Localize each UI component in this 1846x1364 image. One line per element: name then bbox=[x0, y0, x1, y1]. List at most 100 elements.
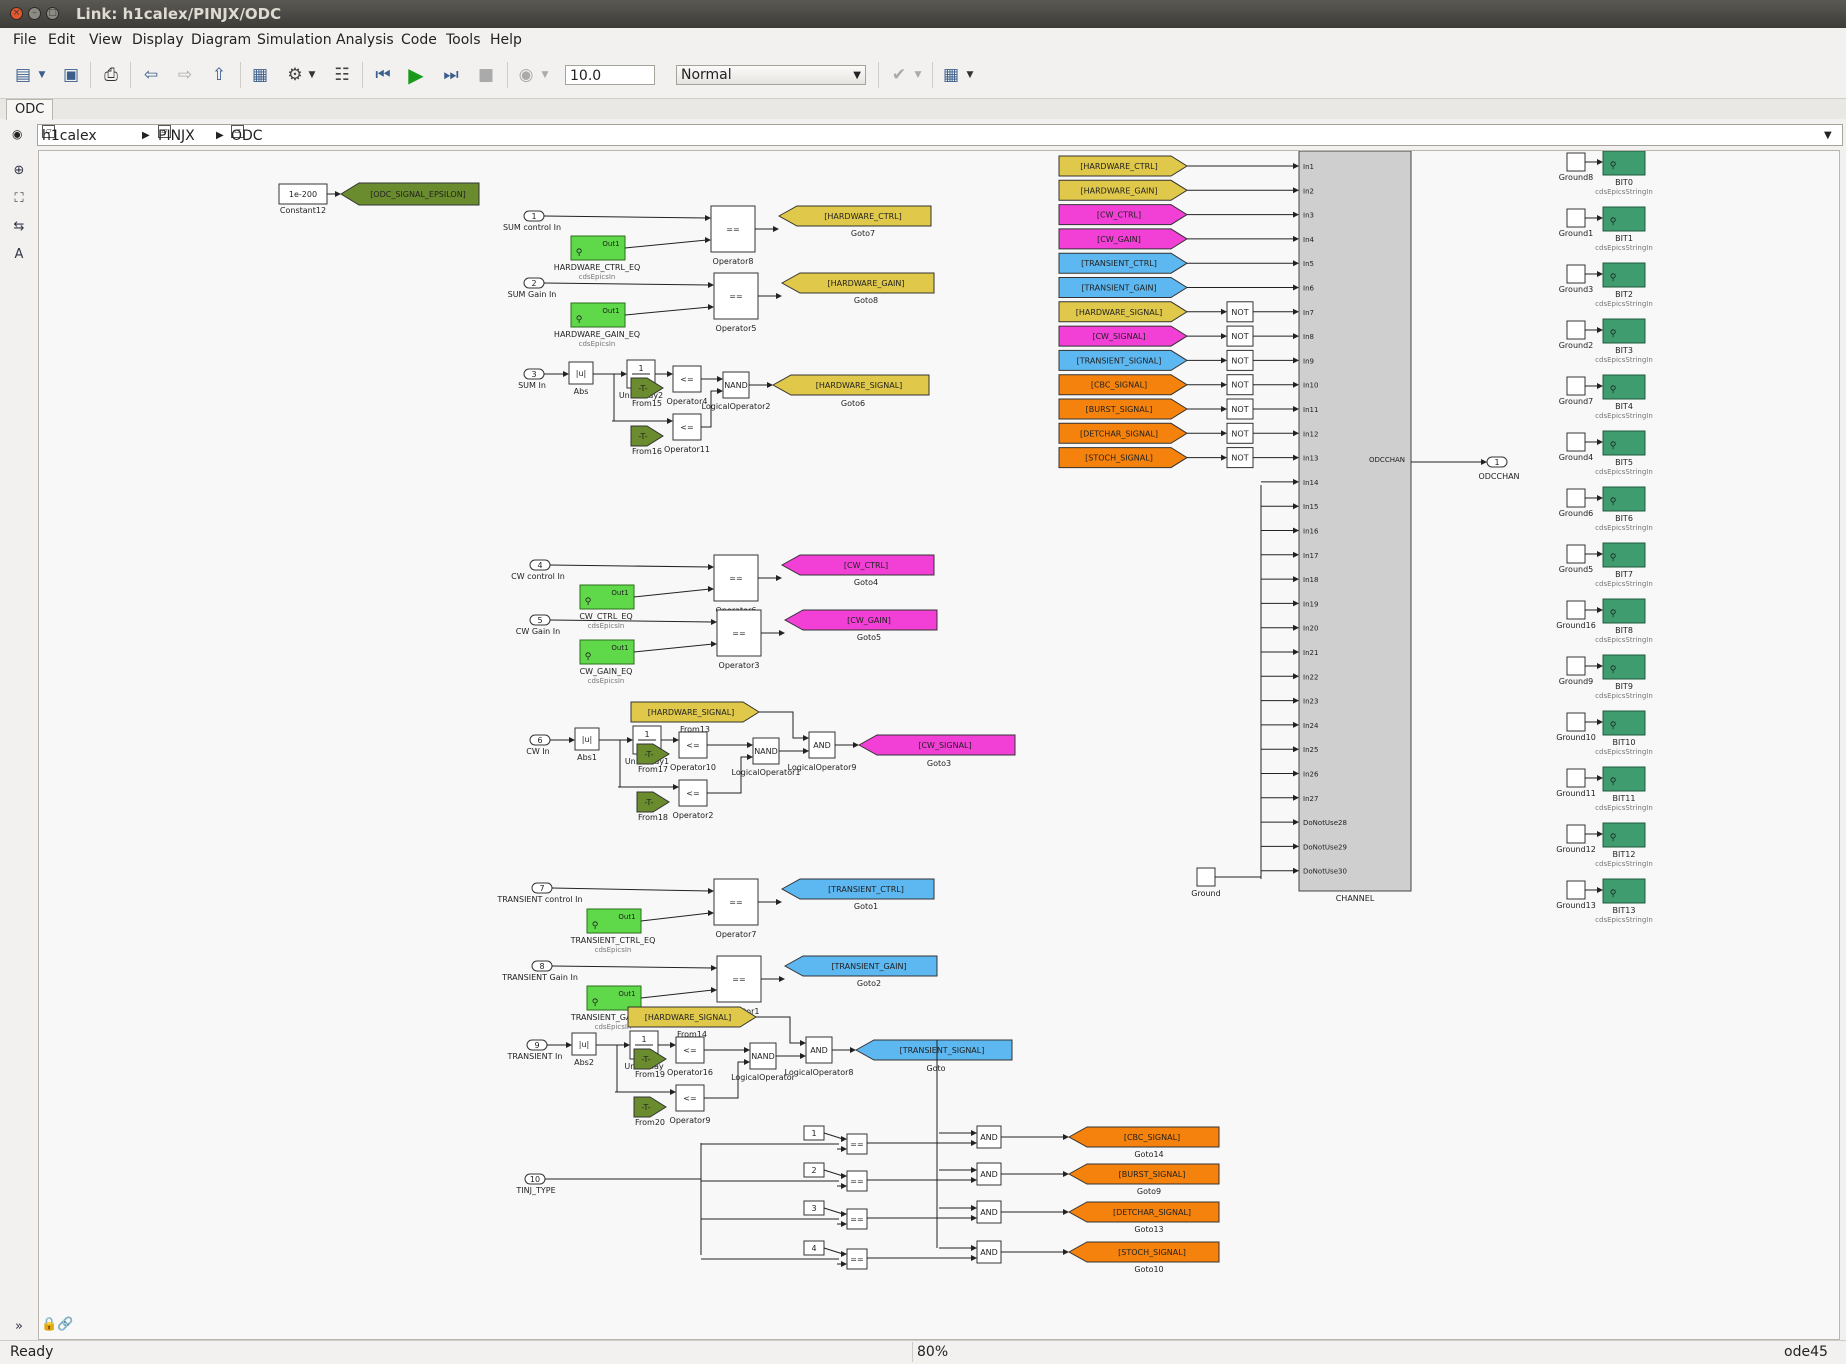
eq-operator-2[interactable] bbox=[713, 554, 759, 602]
bit-block-3[interactable] bbox=[1602, 318, 1646, 344]
record-icon[interactable]: ◉ bbox=[518, 65, 534, 85]
model-explorer-icon[interactable]: ☷ bbox=[334, 65, 350, 85]
goto-goto6[interactable] bbox=[771, 374, 930, 396]
channel-from-0[interactable] bbox=[1058, 155, 1188, 177]
channel-from-11[interactable] bbox=[1058, 422, 1188, 444]
goto-type-3[interactable] bbox=[1067, 1241, 1220, 1263]
goto-goto7[interactable] bbox=[777, 205, 932, 227]
tab-odc[interactable]: ODC bbox=[6, 99, 54, 120]
bit-block-6[interactable] bbox=[1602, 486, 1646, 512]
ground-block-4[interactable] bbox=[1566, 376, 1586, 396]
goto-goto3[interactable] bbox=[857, 734, 1016, 756]
close-window-button[interactable]: × bbox=[10, 7, 23, 20]
menu-help[interactable]: Help bbox=[490, 32, 522, 48]
ground-block-3[interactable] bbox=[1566, 320, 1586, 340]
menu-tools[interactable]: Tools bbox=[446, 32, 481, 48]
new-model-icon[interactable]: ▤ bbox=[14, 65, 32, 85]
menu-view[interactable]: View bbox=[89, 32, 123, 48]
ground-block-8[interactable] bbox=[1566, 600, 1586, 620]
print-icon[interactable]: ⎙ bbox=[104, 65, 118, 85]
channel-block[interactable] bbox=[1298, 150, 1412, 892]
menu-diagram[interactable]: Diagram bbox=[191, 32, 252, 48]
menu-code[interactable]: Code bbox=[401, 32, 437, 48]
annotation-icon[interactable]: A bbox=[14, 247, 24, 262]
le-operator-5[interactable] bbox=[675, 1084, 705, 1112]
ground-block-2[interactable] bbox=[1566, 264, 1586, 284]
from-t-2[interactable] bbox=[636, 743, 670, 765]
check-icon[interactable]: ✔ bbox=[891, 65, 907, 85]
nand-block-0[interactable] bbox=[722, 371, 750, 399]
goto-goto[interactable] bbox=[854, 1039, 1013, 1061]
maximize-window-button[interactable]: □ bbox=[46, 7, 59, 20]
link-icon[interactable]: 🔗 bbox=[57, 1317, 74, 1332]
bit-block-8[interactable] bbox=[1602, 598, 1646, 624]
stop-icon[interactable]: ■ bbox=[477, 65, 495, 85]
from-t-3[interactable] bbox=[636, 791, 670, 813]
and-block-0[interactable] bbox=[808, 731, 836, 759]
from-t-0[interactable] bbox=[630, 377, 664, 399]
ground-main-block[interactable] bbox=[1196, 867, 1216, 887]
gear-icon[interactable]: ⚙ bbox=[287, 65, 303, 85]
goto-type-1[interactable] bbox=[1067, 1163, 1220, 1185]
channel-from-12[interactable] bbox=[1058, 447, 1188, 469]
bit-block-2[interactable] bbox=[1602, 262, 1646, 288]
eq-operator-5[interactable] bbox=[716, 955, 762, 1003]
le-operator-2[interactable] bbox=[678, 731, 708, 759]
chevron-down-icon[interactable]: ▼ bbox=[541, 70, 549, 80]
channel-from-6[interactable] bbox=[1058, 301, 1188, 323]
nand-block-2[interactable] bbox=[749, 1042, 777, 1070]
abs-block-1[interactable] bbox=[574, 727, 600, 751]
minimize-window-button[interactable]: – bbox=[28, 7, 41, 20]
ground-block-9[interactable] bbox=[1566, 656, 1586, 676]
outport-odcchan[interactable] bbox=[1486, 456, 1508, 468]
route-arrows-icon[interactable]: ⇆ bbox=[13, 219, 25, 234]
ground-block-10[interactable] bbox=[1566, 712, 1586, 732]
channel-from-7[interactable] bbox=[1058, 325, 1188, 347]
ground-block-5[interactable] bbox=[1566, 432, 1586, 452]
bit-block-5[interactable] bbox=[1602, 430, 1646, 456]
ground-block-12[interactable] bbox=[1566, 824, 1586, 844]
from-t-4[interactable] bbox=[633, 1048, 667, 1070]
chevron-down-icon[interactable]: ▼ bbox=[308, 70, 316, 80]
menu-display[interactable]: Display bbox=[132, 32, 184, 48]
lock-icon[interactable]: 🔒 bbox=[41, 1317, 58, 1332]
menu-analysis[interactable]: Analysis bbox=[336, 32, 394, 48]
abs-block-2[interactable] bbox=[571, 1032, 597, 1056]
bit-block-12[interactable] bbox=[1602, 822, 1646, 848]
eq-operator-3[interactable] bbox=[716, 609, 762, 657]
menu-edit[interactable]: Edit bbox=[48, 32, 76, 48]
run-icon[interactable]: ▶ bbox=[408, 63, 424, 87]
from-t-5[interactable] bbox=[633, 1096, 667, 1118]
ground-block-13[interactable] bbox=[1566, 880, 1586, 900]
epics-in-1[interactable] bbox=[570, 302, 626, 328]
ground-block-11[interactable] bbox=[1566, 768, 1586, 788]
goto-goto4[interactable] bbox=[780, 554, 935, 576]
bit-block-7[interactable] bbox=[1602, 542, 1646, 568]
goto-epsilon[interactable] bbox=[340, 182, 480, 206]
epics-in-4[interactable] bbox=[586, 908, 642, 934]
bit-block-11[interactable] bbox=[1602, 766, 1646, 792]
ground-block-7[interactable] bbox=[1566, 544, 1586, 564]
chevron-down-icon[interactable]: ▼ bbox=[38, 70, 46, 80]
epics-in-5[interactable] bbox=[586, 985, 642, 1011]
fit-to-view-icon[interactable]: ⛶ bbox=[14, 191, 24, 206]
channel-from-1[interactable] bbox=[1058, 179, 1188, 201]
goto-goto8[interactable] bbox=[780, 272, 935, 294]
type-eq-0[interactable] bbox=[846, 1133, 868, 1155]
channel-from-5[interactable] bbox=[1058, 277, 1188, 298]
epics-in-2[interactable] bbox=[579, 584, 635, 610]
channel-from-2[interactable] bbox=[1058, 204, 1188, 226]
back-arrow-icon[interactable]: ⇦ bbox=[143, 65, 159, 85]
type-eq-3[interactable] bbox=[846, 1248, 868, 1270]
zoom-icon[interactable]: ⊕ bbox=[13, 163, 25, 178]
chevron-down-icon[interactable]: ▼ bbox=[1824, 130, 1832, 141]
bit-block-4[interactable] bbox=[1602, 374, 1646, 400]
type-eq-1[interactable] bbox=[846, 1170, 868, 1192]
bit-block-13[interactable] bbox=[1602, 878, 1646, 904]
goto-goto1[interactable] bbox=[780, 878, 935, 900]
channel-from-4[interactable] bbox=[1058, 252, 1188, 274]
forward-arrow-icon[interactable]: ⇨ bbox=[177, 65, 193, 85]
goto-type-2[interactable] bbox=[1067, 1201, 1220, 1223]
hide-explorer-icon[interactable]: ◉ bbox=[12, 127, 23, 141]
